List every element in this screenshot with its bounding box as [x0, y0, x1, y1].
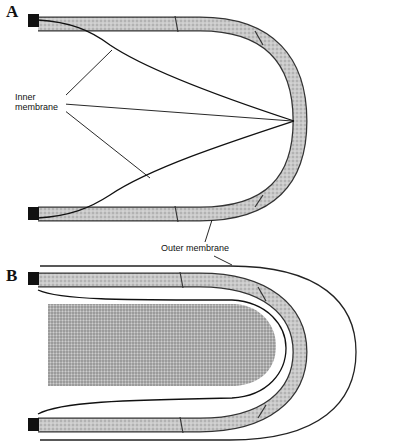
leader-line: [205, 220, 212, 242]
outer-membrane-b: [40, 266, 356, 440]
panel-letter: B: [6, 266, 17, 286]
inner-membrane-b: [38, 290, 286, 414]
panel-letter: A: [6, 2, 18, 22]
wall-band-b: [38, 272, 300, 433]
inner-membrane-a: [38, 20, 294, 121]
part-label: Inner membrane: [14, 92, 66, 112]
leader-line: [64, 50, 112, 97]
leader-line: [64, 110, 150, 178]
part-label: Outer membrane: [160, 243, 230, 253]
cell-contents: [48, 304, 276, 386]
inner-membrane-a: [38, 121, 294, 218]
anchor-block: [28, 14, 39, 27]
outer-membrane-a: [38, 16, 300, 222]
leader-line: [214, 256, 232, 265]
leader-line: [64, 104, 292, 121]
anchor-block: [28, 272, 39, 285]
anchor-block: [28, 207, 39, 220]
anchor-block: [28, 418, 39, 431]
